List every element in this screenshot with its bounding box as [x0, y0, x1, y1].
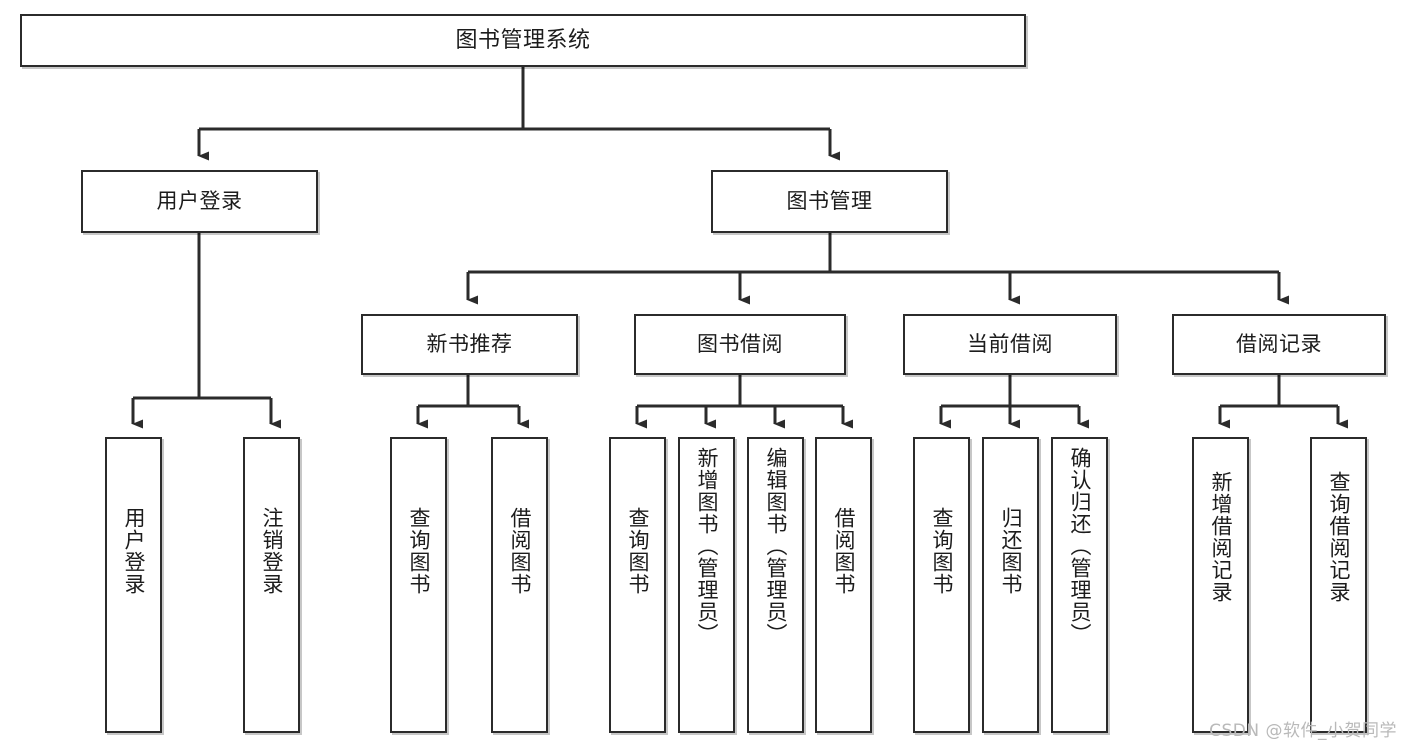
- node-leaf-confirm-return[interactable]: 确认归还（管理员）: [1051, 437, 1108, 733]
- node-leaf-borrow-book-2-label: 借阅图书: [831, 507, 856, 595]
- node-leaf-query-book-3[interactable]: 查询图书: [913, 437, 970, 733]
- node-leaf-query-book-1-label: 查询图书: [406, 507, 431, 595]
- node-borrow-record-label: 借阅记录: [1236, 332, 1322, 357]
- node-book-borrow-label: 图书借阅: [697, 332, 783, 357]
- node-book-management-label: 图书管理: [786, 189, 873, 214]
- node-leaf-borrow-book-2[interactable]: 借阅图书: [815, 437, 872, 733]
- node-leaf-query-book-2-label: 查询图书: [625, 507, 650, 595]
- node-book-management[interactable]: 图书管理: [711, 170, 948, 233]
- node-current-borrow-label: 当前借阅: [967, 332, 1053, 357]
- node-leaf-return-book-label: 归还图书: [998, 507, 1023, 595]
- node-leaf-confirm-return-label: 确认归还（管理员）: [1067, 447, 1092, 645]
- node-root[interactable]: 图书管理系统: [20, 14, 1026, 67]
- node-leaf-query-record-label: 查询借阅记录: [1326, 471, 1351, 603]
- node-new-book-recommend[interactable]: 新书推荐: [361, 314, 578, 375]
- node-leaf-query-book-2[interactable]: 查询图书: [609, 437, 666, 733]
- node-root-label: 图书管理系统: [455, 27, 591, 53]
- node-new-book-recommend-label: 新书推荐: [426, 332, 513, 357]
- node-leaf-user-login[interactable]: 用户登录: [105, 437, 162, 733]
- node-book-borrow[interactable]: 图书借阅: [634, 314, 846, 375]
- node-leaf-query-book-1[interactable]: 查询图书: [390, 437, 447, 733]
- node-leaf-add-record[interactable]: 新增借阅记录: [1192, 437, 1249, 733]
- node-leaf-query-record[interactable]: 查询借阅记录: [1310, 437, 1367, 733]
- watermark-text: CSDN @软件_小贺同学: [1209, 721, 1397, 741]
- node-leaf-user-logout-label: 注销登录: [259, 507, 284, 595]
- node-leaf-borrow-book-1[interactable]: 借阅图书: [491, 437, 548, 733]
- node-leaf-add-book-label: 新增图书（管理员）: [694, 447, 719, 645]
- node-leaf-borrow-book-1-label: 借阅图书: [507, 507, 532, 595]
- node-current-borrow[interactable]: 当前借阅: [903, 314, 1117, 375]
- node-leaf-user-logout[interactable]: 注销登录: [243, 437, 300, 733]
- node-leaf-edit-book-label: 编辑图书（管理员）: [763, 447, 788, 645]
- node-leaf-return-book[interactable]: 归还图书: [982, 437, 1039, 733]
- node-user-login-label: 用户登录: [156, 189, 243, 214]
- node-leaf-user-login-label: 用户登录: [121, 507, 146, 595]
- node-leaf-add-record-label: 新增借阅记录: [1208, 471, 1233, 603]
- node-user-login[interactable]: 用户登录: [81, 170, 318, 233]
- node-borrow-record[interactable]: 借阅记录: [1172, 314, 1386, 375]
- node-leaf-query-book-3-label: 查询图书: [929, 507, 954, 595]
- node-leaf-add-book[interactable]: 新增图书（管理员）: [678, 437, 735, 733]
- node-leaf-edit-book[interactable]: 编辑图书（管理员）: [747, 437, 804, 733]
